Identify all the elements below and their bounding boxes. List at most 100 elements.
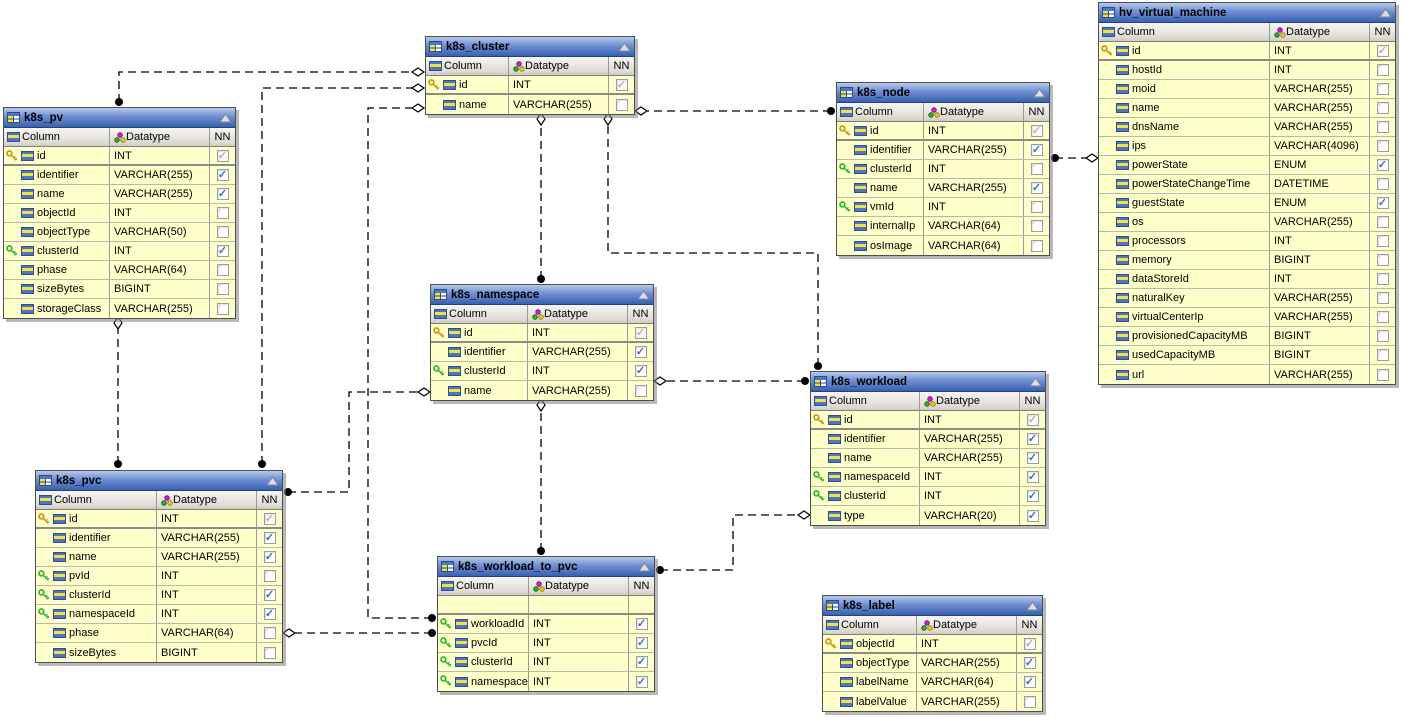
nn-checkbox[interactable] xyxy=(634,384,647,397)
nn-checkbox[interactable]: ✓ xyxy=(1026,471,1039,483)
nn-checkbox[interactable] xyxy=(1376,102,1389,114)
nn-checkbox[interactable] xyxy=(1376,235,1389,247)
relationship-k8s_workload_to_pvc.workloadId-to-k8s_workload.id[interactable] xyxy=(656,510,812,574)
nn-checkbox[interactable] xyxy=(1376,83,1389,95)
collapse-triangle-icon[interactable] xyxy=(638,561,651,572)
nn-checkbox[interactable]: ✓ xyxy=(1376,44,1389,57)
nn-checkbox[interactable]: ✓ xyxy=(263,551,276,563)
nn-checkbox[interactable] xyxy=(1376,368,1389,381)
collapse-triangle-icon[interactable] xyxy=(266,475,279,486)
relationship-k8s_pv.clusterId-to-k8s_cluster.id[interactable] xyxy=(115,67,426,106)
nn-checkbox[interactable]: ✓ xyxy=(615,78,628,91)
nn-checkbox[interactable]: ✓ xyxy=(634,346,647,358)
nn-checkbox[interactable] xyxy=(1376,292,1389,304)
nn-checkbox[interactable]: ✓ xyxy=(263,608,276,620)
nn-checkbox[interactable] xyxy=(1030,239,1043,252)
nn-checkbox[interactable]: ✓ xyxy=(1030,124,1043,137)
table-title-bar[interactable]: k8s_label xyxy=(823,596,1042,616)
nn-checkbox[interactable]: ✓ xyxy=(1026,490,1039,502)
nn-checkbox[interactable]: ✓ xyxy=(634,326,647,339)
nn-checkbox[interactable] xyxy=(1376,64,1389,76)
nn-checkbox[interactable] xyxy=(1030,163,1043,175)
nn-checkbox[interactable]: ✓ xyxy=(1026,509,1039,522)
nn-checkbox[interactable]: ✓ xyxy=(634,365,647,377)
relationship-k8s_workload.clusterId-to-k8s_cluster.id[interactable] xyxy=(603,111,822,370)
nn-checkbox[interactable] xyxy=(1376,330,1389,342)
nn-checkbox[interactable]: ✓ xyxy=(216,169,229,181)
nn-checkbox[interactable]: ✓ xyxy=(635,675,648,688)
nn-checkbox[interactable] xyxy=(1030,201,1043,213)
collapse-triangle-icon[interactable] xyxy=(1026,600,1039,611)
table-title-bar[interactable]: k8s_cluster xyxy=(426,37,634,57)
nn-checkbox[interactable]: ✓ xyxy=(263,512,276,525)
relationship-k8s_pvc.namespaceId-to-k8s_namespace.id[interactable] xyxy=(284,387,432,496)
nn-checkbox[interactable] xyxy=(1023,695,1036,708)
nn-checkbox[interactable] xyxy=(1376,140,1389,152)
nn-checkbox[interactable]: ✓ xyxy=(1023,676,1036,688)
nn-checkbox[interactable]: ✓ xyxy=(1026,433,1039,445)
relationship-k8s_workload.namespaceId-to-k8s_namespace.id[interactable] xyxy=(652,376,809,386)
table-title-bar[interactable]: k8s_namespace xyxy=(431,285,653,305)
nn-checkbox[interactable] xyxy=(1376,178,1389,190)
nn-checkbox[interactable] xyxy=(1376,349,1389,361)
nn-checkbox[interactable]: ✓ xyxy=(263,532,276,544)
collapse-triangle-icon[interactable] xyxy=(1033,87,1046,98)
collapse-triangle-icon[interactable] xyxy=(618,41,631,52)
collapse-triangle-icon[interactable] xyxy=(1379,7,1392,18)
nn-checkbox[interactable] xyxy=(1376,216,1389,228)
collapse-triangle-icon[interactable] xyxy=(1029,376,1042,387)
nn-checkbox[interactable] xyxy=(263,570,276,582)
nn-checkbox[interactable] xyxy=(216,226,229,238)
nn-checkbox[interactable] xyxy=(1376,254,1389,266)
nn-checkbox[interactable] xyxy=(216,283,229,295)
relationship-k8s_workload_to_pvc.clusterId-to-k8s_cluster.id[interactable] xyxy=(367,103,436,622)
relationship-k8s_node.vmId-to-hv_virtual_machine.id[interactable] xyxy=(1051,153,1100,163)
nn-checkbox[interactable]: ✓ xyxy=(635,656,648,668)
collapse-triangle-icon[interactable] xyxy=(219,112,232,123)
relationship-k8s_namespace.clusterId-to-k8s_cluster.id[interactable] xyxy=(536,111,546,283)
nn-checkbox[interactable]: ✓ xyxy=(216,188,229,200)
nn-checkbox[interactable] xyxy=(1376,311,1389,323)
